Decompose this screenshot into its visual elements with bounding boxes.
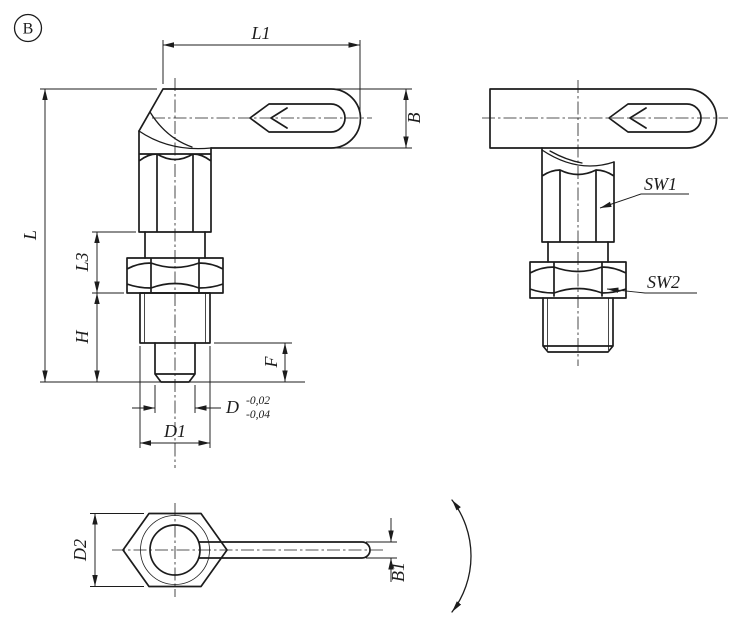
dim-B-extension-lines [336, 88, 412, 149]
dim-label-H: H [72, 330, 92, 345]
threaded-stud [139, 292, 211, 344]
dimension-B: B [336, 88, 424, 149]
front-centerlines [152, 78, 372, 468]
bottom-view: D2 B1 [70, 503, 408, 597]
dim-label-SW1: SW1 [644, 174, 677, 194]
cam-spiral [138, 111, 212, 150]
dimension-F: F [214, 342, 292, 382]
dim-D2-extension-lines [90, 513, 144, 587]
side-cam-spiral [541, 149, 615, 167]
dim-label-L1: L1 [250, 23, 270, 43]
dim-L3-extension-lines [92, 231, 136, 294]
dim-label-D1: D1 [163, 421, 186, 441]
view-label-text: B [23, 21, 34, 38]
sw2-leader-line [606, 287, 697, 294]
dimension-D1: D1 [139, 346, 211, 448]
dim-label-D: D [225, 397, 239, 417]
side-view: SW1 SW2 [482, 80, 728, 366]
dimension-L3: L3 [72, 231, 136, 294]
side-handle-outline [489, 88, 718, 149]
dimension-B1: B1 [366, 518, 408, 582]
rotation-arrow [451, 499, 472, 613]
lever-top-outline [197, 541, 371, 559]
dim-D1-extension-lines [139, 346, 211, 448]
dim-label-D-tol-lower: -0,04 [246, 409, 270, 421]
callout-SW2: SW2 [606, 272, 697, 294]
thread-depth-lines [144, 293, 206, 343]
handle-outline [138, 88, 362, 149]
neck [144, 231, 206, 259]
dimension-L1: L1 [162, 23, 361, 113]
side-thread-depth-lines [547, 298, 609, 350]
dim-L1-extension-lines [162, 40, 361, 113]
view-label-circle [13, 13, 43, 43]
bottom-centerlines [112, 503, 385, 597]
dim-label-L: L [20, 230, 40, 241]
dimension-D2: D2 [70, 513, 144, 587]
front-view: L1 B L L3 H F [20, 23, 424, 468]
dim-label-L3: L3 [72, 252, 92, 272]
dimension-D: D -0,02 -0,04 [132, 385, 270, 421]
side-neck [547, 241, 609, 263]
dim-label-SW2: SW2 [647, 272, 680, 292]
dim-L-extension-lines [40, 88, 305, 383]
dimension-H: H [72, 293, 100, 382]
dim-label-F: F [261, 356, 281, 369]
dim-label-D2: D2 [70, 539, 90, 562]
dim-label-B: B [404, 113, 424, 124]
dim-label-B1: B1 [388, 562, 408, 582]
callout-SW1: SW1 [599, 174, 689, 209]
view-label: B [13, 13, 43, 43]
side-centerlines [482, 80, 728, 366]
sw1-leader-line [599, 193, 689, 209]
dim-label-D-tol-upper: -0,02 [246, 395, 270, 407]
dimension-L: L [20, 88, 305, 383]
